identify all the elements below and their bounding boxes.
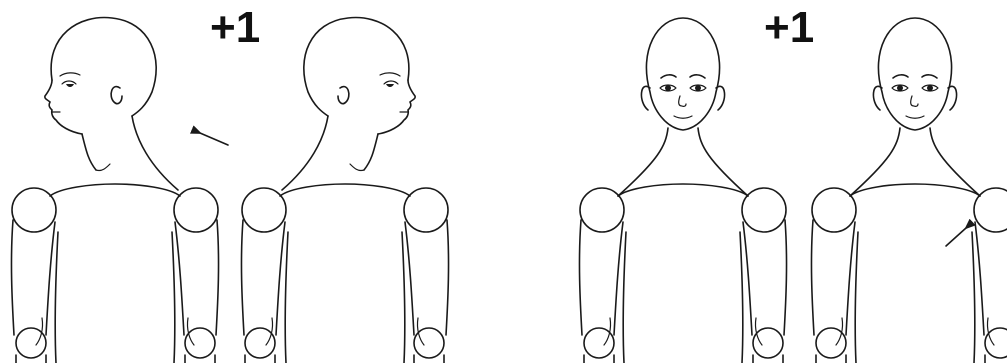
score-label-right: +1 — [764, 6, 814, 50]
figure-left-profile-1 — [11, 18, 218, 363]
figure-right-front-1 — [579, 18, 786, 363]
arrow-right-panel — [946, 228, 966, 246]
arrow-left-panel — [200, 133, 228, 145]
figure-right-front-2 — [811, 18, 1007, 363]
figure-left-profile-2 — [241, 18, 448, 363]
score-label-left: +1 — [210, 6, 260, 50]
